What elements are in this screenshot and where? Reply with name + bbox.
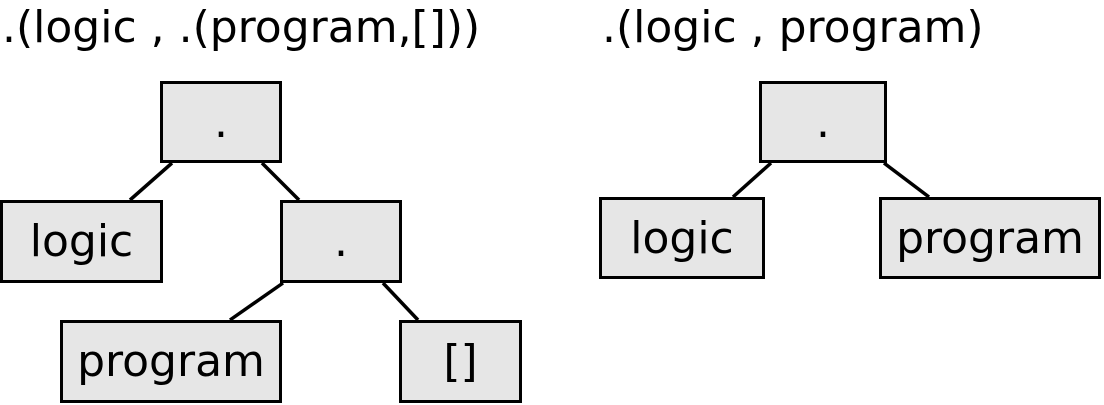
left-logic-node: logic [0, 200, 163, 283]
left-expression-title: .(logic , .(program,[])) [2, 2, 481, 53]
edge-left-root-to-inner [260, 161, 301, 202]
edge-right-root-to-logic [731, 161, 773, 199]
left-root-dot-node: . [160, 81, 282, 163]
left-inner-dot-node: . [280, 200, 402, 283]
left-empty-list-node: [] [399, 320, 522, 403]
right-logic-node: logic [599, 197, 765, 279]
right-expression-title: .(logic , program) [602, 2, 984, 53]
right-root-dot-node: . [759, 81, 887, 163]
right-program-node: program [879, 197, 1101, 279]
edge-left-root-to-logic [128, 161, 174, 202]
edge-left-inner-to-empty [381, 281, 420, 322]
left-program-node: program [60, 320, 282, 403]
edge-right-root-to-program [882, 161, 931, 199]
edge-left-inner-to-program [228, 281, 285, 322]
